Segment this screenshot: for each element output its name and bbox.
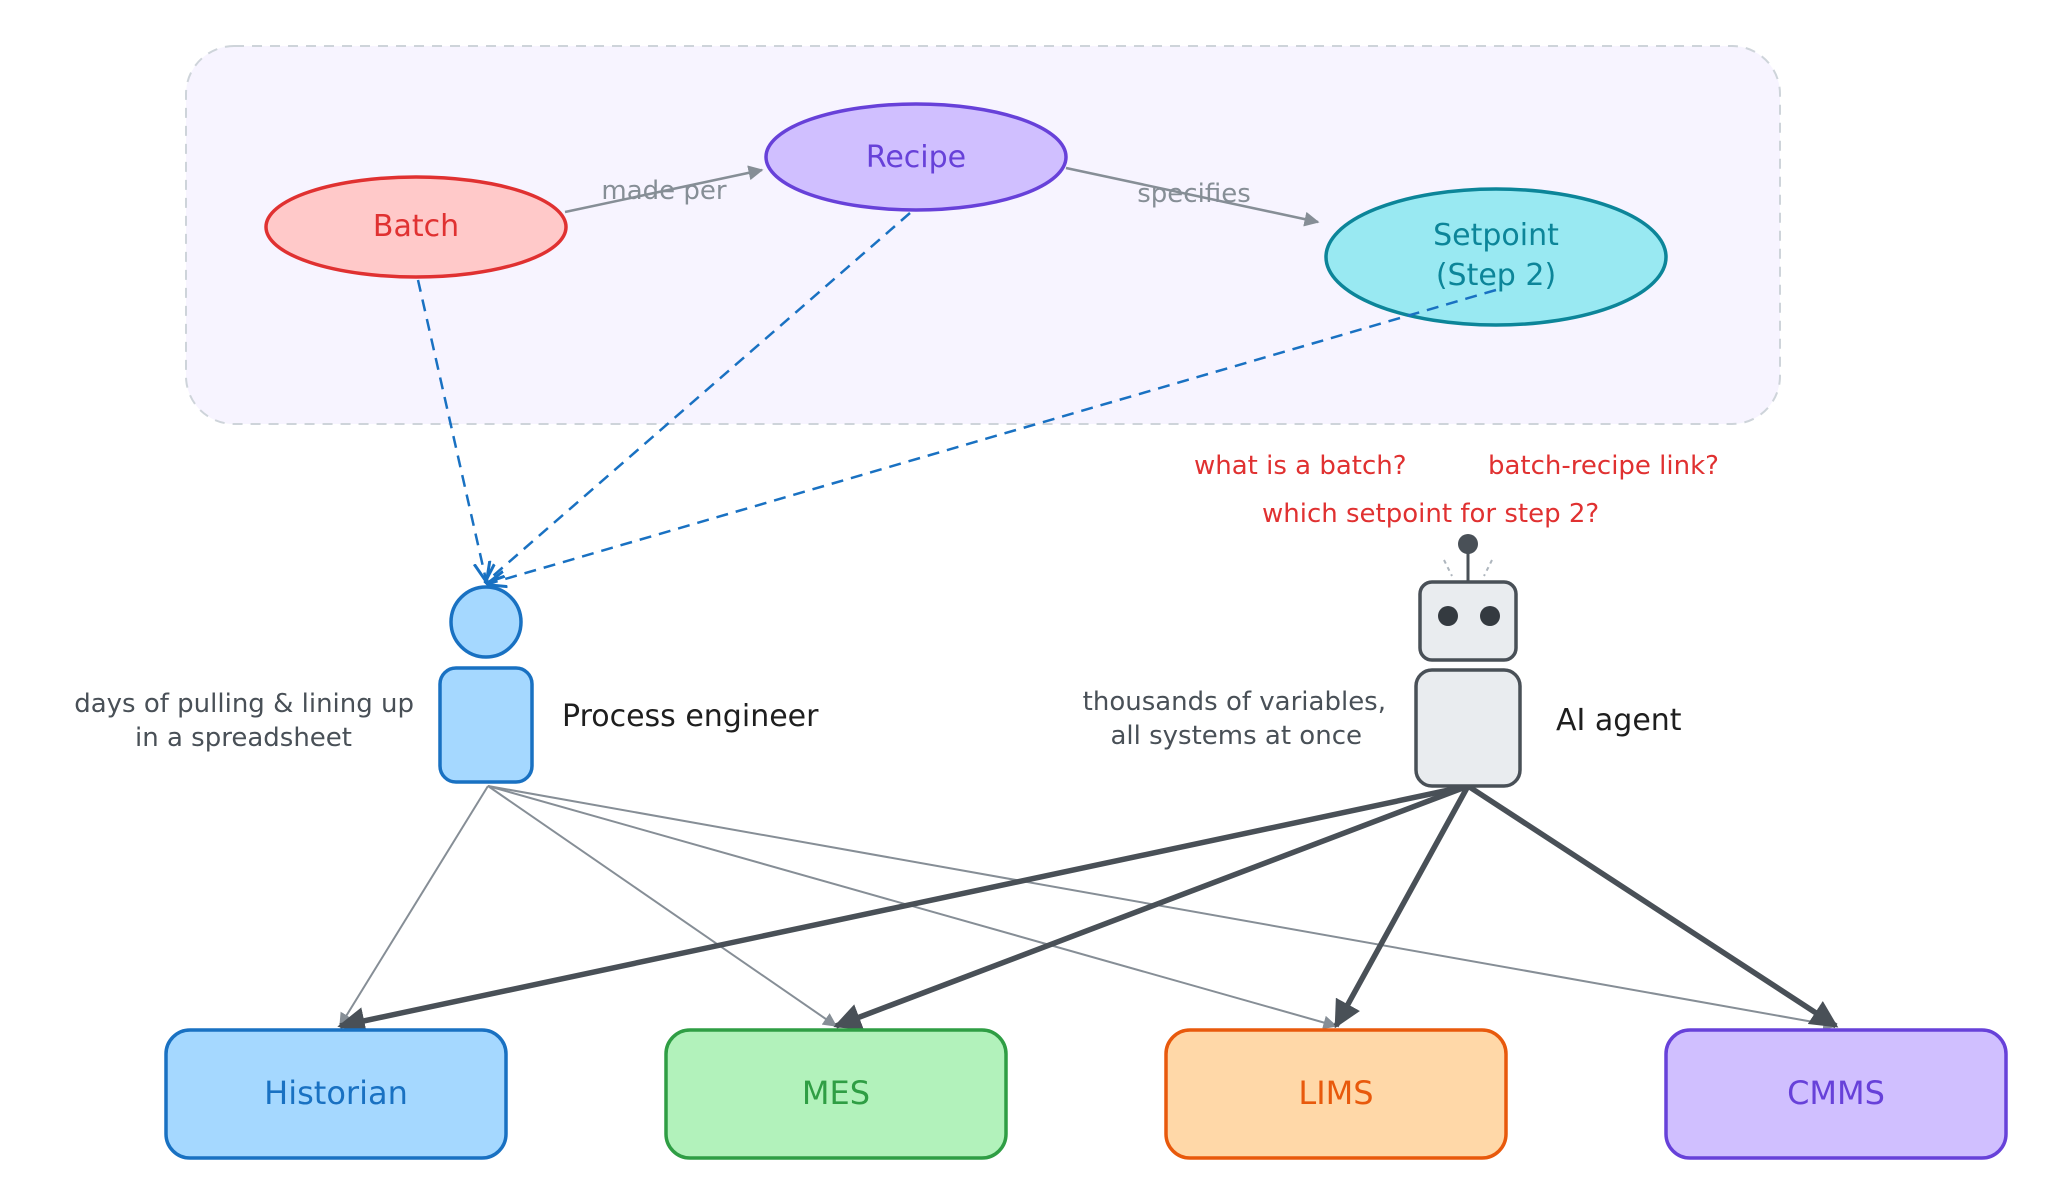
node-recipe-label: Recipe [866, 140, 966, 175]
ai-agent-label: AI agent [1556, 703, 1682, 738]
ai-agent-note-line2: all systems at once [1110, 721, 1362, 751]
agent-question-batch-recipe-link: batch-recipe link? [1488, 451, 1719, 481]
system-cmms[interactable]: CMMS [1664, 1028, 2008, 1160]
dashed-link-recipe-engineer [486, 212, 911, 582]
ai-agent-robot-icon [1414, 534, 1522, 788]
edge-engineer-cmms [487, 785, 1838, 1031]
process-engineer-person-icon [438, 585, 534, 784]
node-batch-label: Batch [373, 209, 459, 244]
edge-specifies-label: specifies [1137, 179, 1250, 209]
node-recipe[interactable]: Recipe [764, 102, 1068, 212]
system-mes[interactable]: MES [664, 1028, 1008, 1160]
edge-engineer-mes [487, 785, 838, 1027]
edge-made-per [564, 165, 764, 214]
edge-agent-mes [833, 783, 1469, 1031]
node-setpoint[interactable]: Setpoint (Step 2) [1324, 187, 1668, 327]
edge-agent-historian [337, 783, 1469, 1035]
process-engineer-note-line1: days of pulling & lining up [74, 689, 414, 719]
system-lims-label: LIMS [1298, 1074, 1373, 1112]
system-mes-label: MES [802, 1074, 870, 1112]
system-historian[interactable]: Historian [164, 1028, 508, 1160]
edge-made-per-label: made per [601, 176, 727, 206]
engineer-connections [339, 785, 1838, 1031]
agent-question-what-is-batch: what is a batch? [1194, 451, 1407, 481]
process-engineer-note-line2: in a spreadsheet [135, 723, 352, 753]
dashed-link-setpoint-engineer [488, 288, 1497, 584]
ai-agent-note-line1: thousands of variables, [1083, 687, 1386, 717]
node-setpoint-label-line2: (Step 2) [1436, 258, 1556, 293]
process-engineer-label: Process engineer [562, 699, 819, 734]
ontology-container [185, 45, 1781, 425]
system-lims[interactable]: LIMS [1164, 1028, 1508, 1160]
node-setpoint-label-line1: Setpoint [1433, 218, 1559, 253]
agent-question-which-setpoint: which setpoint for step 2? [1262, 499, 1599, 529]
edge-specifies [1065, 166, 1320, 227]
node-batch[interactable]: Batch [264, 175, 568, 279]
dashed-link-batch-engineer [416, 279, 486, 580]
system-cmms-label: CMMS [1787, 1074, 1885, 1112]
edge-agent-lims [1333, 784, 1471, 1029]
edge-agent-cmms [1466, 783, 1839, 1029]
agent-connections [337, 783, 1839, 1035]
system-historian-label: Historian [264, 1074, 408, 1112]
edge-engineer-historian [339, 785, 489, 1028]
